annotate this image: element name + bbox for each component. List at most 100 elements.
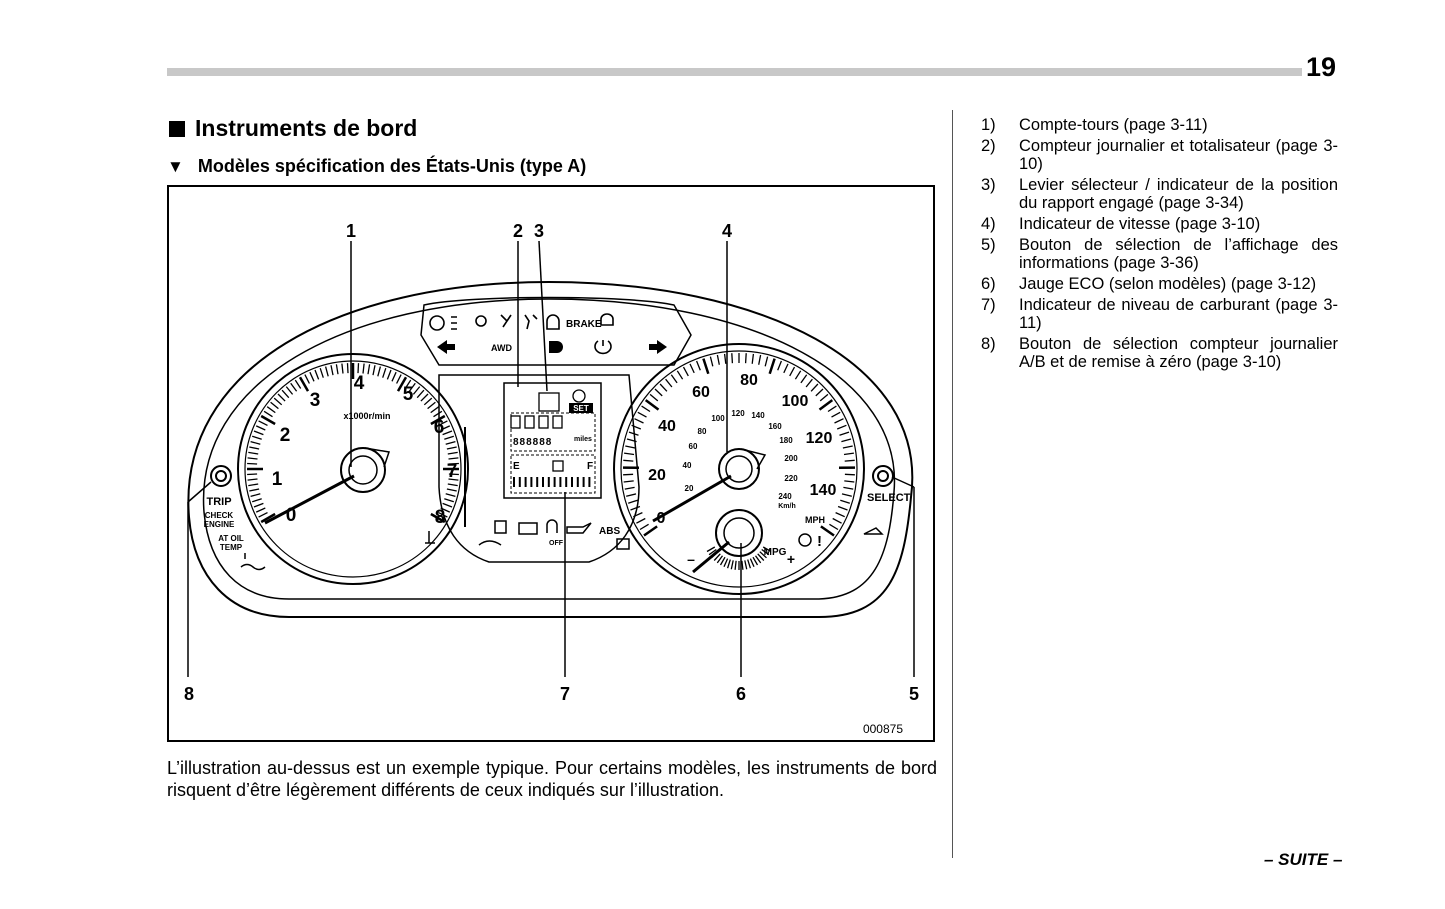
mph-20: 20 — [648, 467, 666, 484]
legend-list: 1)Compte-tours (page 3-11) 2)Compteur jo… — [981, 116, 1338, 374]
gauge-tick — [702, 358, 710, 375]
eco-tick — [754, 555, 762, 564]
gauge-tick — [842, 445, 853, 449]
eco-tick — [723, 558, 729, 568]
steering-wheel-icon — [798, 533, 812, 547]
gauge-tick — [636, 517, 646, 524]
gauge-tick — [298, 376, 310, 392]
gauge-tick — [382, 367, 387, 378]
mph-60: 60 — [692, 384, 710, 401]
gauge-tick — [835, 512, 845, 518]
gauge-tick — [758, 354, 762, 365]
continue-label: – SUITE – — [1264, 850, 1343, 869]
callout-6: 6 — [736, 684, 746, 704]
eco-tick — [730, 560, 734, 570]
gauge-tick — [260, 414, 276, 426]
gauge-tick — [805, 378, 813, 388]
header-rule — [167, 68, 1302, 76]
gauge-tick — [408, 382, 416, 392]
off-label: OFF — [549, 540, 564, 547]
gauge-tick — [829, 523, 839, 531]
gauge-tick — [723, 353, 727, 364]
gauge-tick — [362, 363, 365, 374]
gauge-tick — [357, 363, 360, 374]
gauge-tick — [630, 505, 641, 511]
gauge-tick — [832, 517, 842, 524]
gauge-tick — [250, 440, 261, 445]
gauge-tick — [255, 425, 266, 431]
gauge-tick — [309, 371, 315, 382]
gauge-tick — [285, 386, 294, 395]
gauge-tick — [844, 473, 855, 476]
mph-0: 0 — [657, 510, 666, 527]
section-heading: Instruments de bord — [169, 115, 417, 142]
gauge-tick — [445, 440, 456, 445]
gauge-tick — [258, 512, 268, 518]
list-item: 5)Bouton de sélection de l’affichage des… — [981, 236, 1338, 272]
gauge-tick — [837, 505, 848, 511]
mpg-label: MPG — [764, 547, 787, 558]
gauge-tick — [695, 360, 701, 371]
figure-caption: L’illustration au-dessus est un exemple … — [167, 758, 937, 800]
gauge-tick — [396, 376, 408, 392]
cluster-illustration: 1 2 3 4 5 6 7 8 0 1 2 3 4 5 6 7 8 x1000r… — [184, 221, 919, 736]
eco-tick — [711, 551, 719, 559]
gauge-tick — [633, 512, 643, 518]
gauge-tick — [263, 410, 273, 418]
fuel-full-label: F — [587, 461, 593, 472]
gauge-tick — [416, 389, 425, 399]
gauge-tick — [639, 523, 649, 531]
stability-icon — [600, 313, 614, 326]
gauge-tick — [253, 430, 264, 436]
gauge-tick — [827, 405, 837, 413]
gauge-tick — [448, 473, 459, 476]
mph-140: 140 — [810, 482, 837, 499]
cruise-icon — [572, 389, 586, 403]
gauge-tick — [624, 452, 635, 456]
gauge-tick — [372, 365, 376, 376]
gauge-tick — [273, 397, 283, 406]
tach-num-6: 6 — [434, 417, 445, 438]
kmh-220: 220 — [784, 474, 798, 483]
gauge-tick — [249, 488, 260, 492]
kmh-label: Km/h — [778, 503, 796, 510]
gauge-tick — [819, 393, 829, 402]
gauge-tick — [665, 378, 673, 388]
gauge-tick — [731, 353, 734, 364]
eco-tick — [734, 560, 737, 570]
gauge-tick — [841, 493, 852, 497]
square-bullet-icon — [169, 121, 185, 137]
gauge-tick — [277, 393, 286, 402]
gauge-tick — [304, 374, 310, 384]
mph-120: 120 — [806, 430, 833, 447]
gauge-tick — [251, 498, 262, 503]
gauge-tick — [442, 502, 453, 508]
gauge-tick — [423, 397, 433, 406]
select-label: SELECT — [867, 492, 911, 504]
gauge-tick — [438, 420, 448, 426]
check-label: CHECK — [205, 511, 234, 520]
gauge-tick — [281, 389, 290, 399]
gauge-tick — [820, 525, 835, 537]
eco-tick — [706, 546, 716, 553]
gauge-tick — [840, 499, 850, 504]
eco-tick — [749, 558, 755, 568]
gauge-tick — [751, 353, 755, 364]
gauge-tick — [839, 431, 850, 436]
kmh-40: 40 — [683, 461, 692, 470]
gauge-tick — [258, 420, 268, 426]
gauge-tick — [247, 473, 258, 476]
callout-2: 2 — [513, 221, 523, 241]
gauge-tick — [430, 406, 440, 414]
gauge-tick — [314, 369, 320, 380]
mpg-minus: – — [687, 551, 695, 567]
list-item: 4)Indicateur de vitesse (page 3-10) — [981, 215, 1261, 233]
gauge-tick — [341, 363, 344, 374]
gauge-tick — [433, 410, 443, 418]
subsection-title: Modèles spécification des États-Unis (ty… — [197, 156, 587, 176]
set-label: SET — [573, 404, 589, 413]
shift-position-icon — [538, 392, 560, 412]
kmh-80: 80 — [698, 427, 707, 436]
gauge-tick — [623, 459, 634, 462]
gauge-tick — [626, 438, 637, 443]
